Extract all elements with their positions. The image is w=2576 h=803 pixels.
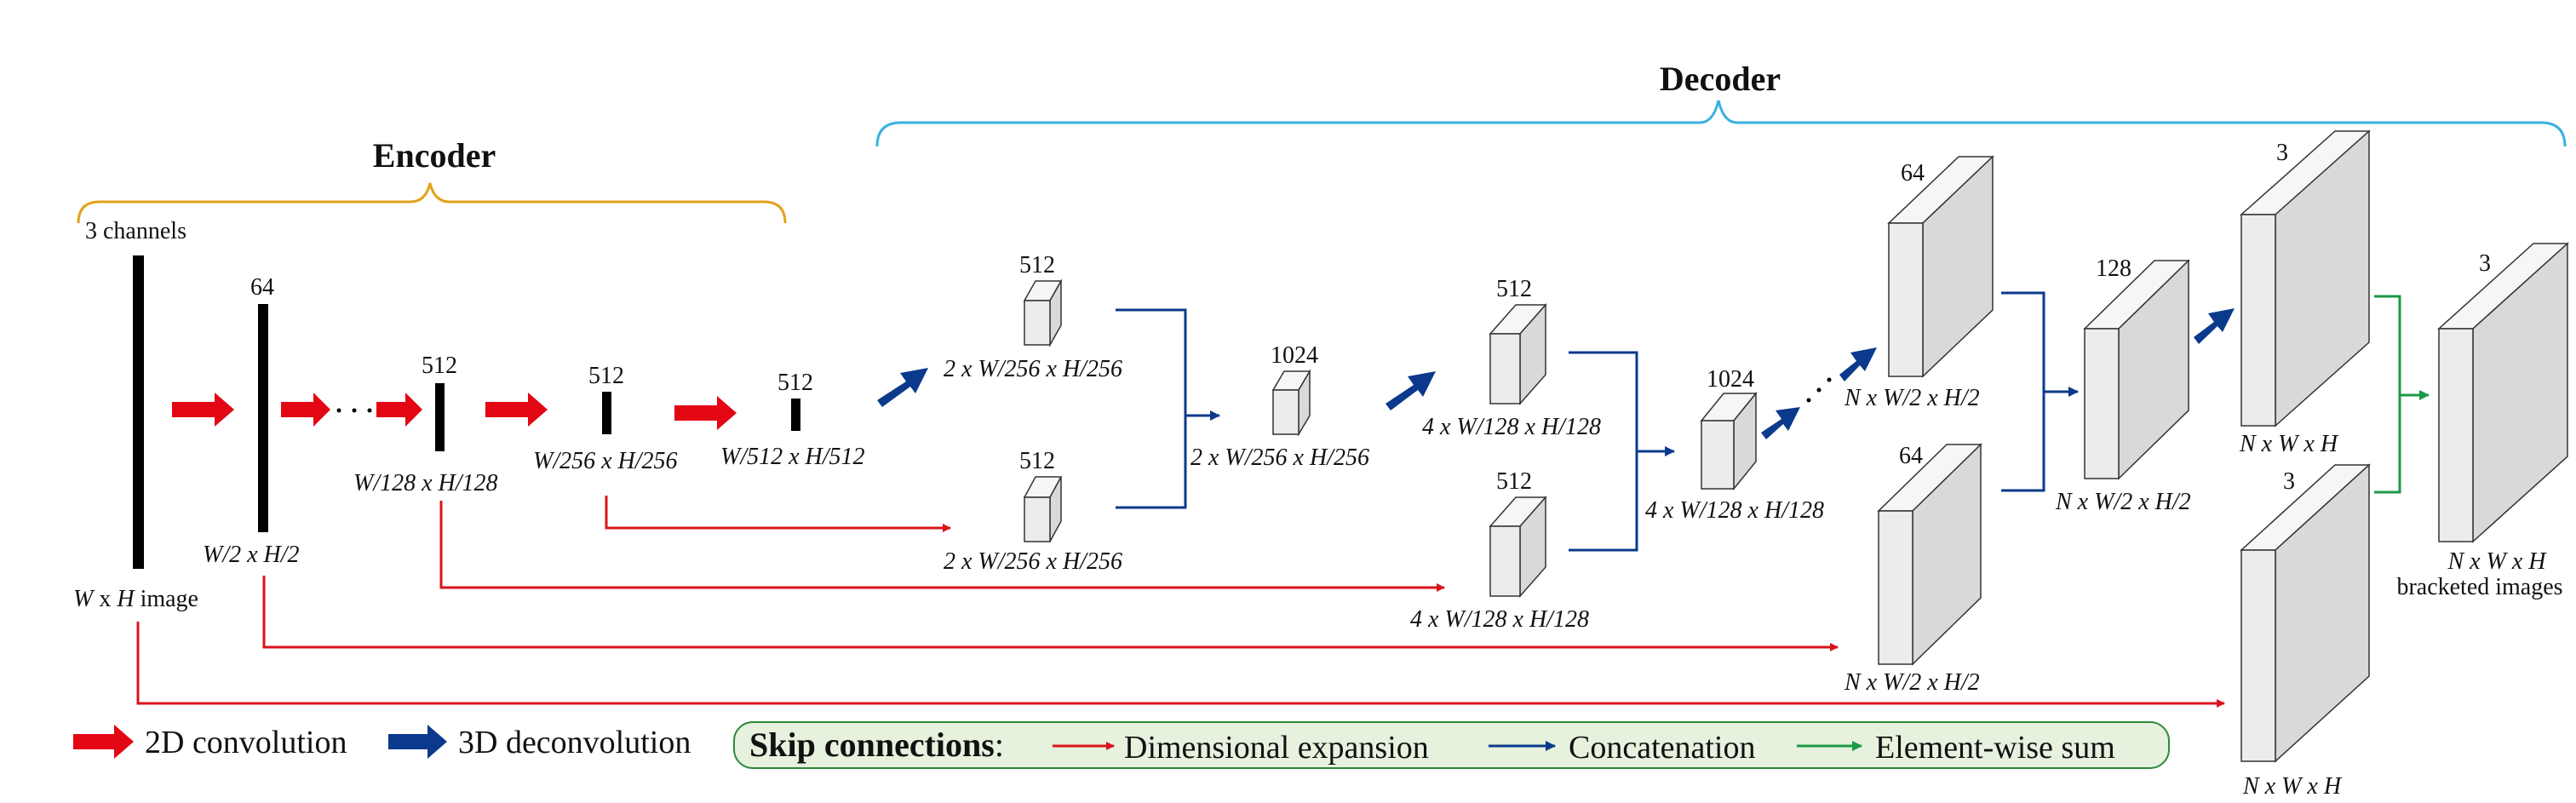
decoder-block-d2-top bbox=[1489, 303, 1547, 405]
legend-expansion-label: Dimensional expansion bbox=[1124, 730, 1429, 766]
legend-sum-label: Element-wise sum bbox=[1875, 730, 2115, 766]
layer-4-dims: W/512 x H/512 bbox=[720, 444, 865, 470]
d2-top-dims: 4 x W/128 x H/128 bbox=[1422, 414, 1601, 440]
input-image-bar bbox=[133, 255, 144, 569]
d1-merge-channels: 1024 bbox=[1271, 342, 1318, 369]
d4-bottom-dims: N x W x H bbox=[2242, 773, 2343, 800]
decoder-block-d4-top bbox=[2240, 129, 2371, 427]
layer-3-channels: 512 bbox=[588, 363, 624, 389]
legend-concat-label: Concatenation bbox=[1569, 730, 1755, 766]
legend-deconv-arrow bbox=[388, 725, 447, 759]
d1-top-channels: 512 bbox=[1019, 252, 1055, 278]
d2-merge-dims: 4 x W/128 x H/128 bbox=[1645, 497, 1824, 524]
decoder-block-d4-bottom bbox=[2240, 463, 2371, 763]
encoder-layer-4: 512 W/512 x H/512 bbox=[720, 370, 865, 470]
layer-1-dims: W/2 x H/2 bbox=[203, 542, 300, 568]
decoder-block-d2-bottom bbox=[1489, 496, 1547, 598]
legend-conv-label: 2D convolution bbox=[145, 725, 347, 760]
legend-skip-title: Skip connections: bbox=[749, 726, 1004, 764]
input-channels-label: 3 channels bbox=[85, 218, 186, 244]
d3-bottom-channels: 64 bbox=[1899, 443, 1923, 469]
d3-merge-dims: N x W/2 x H/2 bbox=[2055, 489, 2191, 515]
sum-connector bbox=[2374, 295, 2430, 494]
layer-1-bar bbox=[258, 304, 268, 532]
decoder-block-d3-bottom bbox=[1877, 443, 1982, 666]
skip-legend-box bbox=[733, 721, 2170, 769]
legend-conv-arrow bbox=[73, 725, 134, 759]
legend: 2D convolution 3D deconvolution Skip con… bbox=[73, 721, 2170, 769]
deconv-arrow bbox=[877, 368, 928, 407]
deconv-arrow bbox=[1761, 407, 1800, 439]
decoder-block-output bbox=[2437, 242, 2569, 543]
decoder-block-d1-top bbox=[1023, 278, 1063, 347]
layer-2-channels: 512 bbox=[422, 353, 457, 379]
layer-2-bar bbox=[435, 383, 445, 451]
d4-top-dims: N x W x H bbox=[2239, 431, 2339, 457]
decoder-title: Decoder bbox=[1660, 60, 1781, 98]
output-dims: N x W x H bbox=[2447, 548, 2547, 575]
decoder-block-d2-merge bbox=[1700, 391, 1758, 491]
deconv-arrow bbox=[1386, 371, 1436, 410]
conv-arrow bbox=[172, 393, 234, 427]
encoder-brace bbox=[77, 182, 787, 224]
encoder-layer-3: 512 W/256 x H/256 bbox=[533, 363, 678, 474]
output-channels: 3 bbox=[2479, 250, 2491, 277]
d2-merge-channels: 1024 bbox=[1707, 366, 1754, 393]
layer-2-dims: W/128 x H/128 bbox=[353, 470, 498, 496]
decoder-brace bbox=[875, 100, 2567, 147]
d1-bottom-channels: 512 bbox=[1019, 448, 1055, 474]
expansion-skip-lines bbox=[136, 496, 2225, 708]
layer-3-dims: W/256 x H/256 bbox=[533, 448, 678, 474]
d1-top-dims: 2 x W/256 x H/256 bbox=[944, 356, 1122, 382]
conv-arrow bbox=[485, 393, 548, 427]
legend-deconv-label: 3D deconvolution bbox=[458, 725, 691, 760]
decoder-block-d3-top bbox=[1887, 155, 1994, 378]
d4-top-channels: 3 bbox=[2276, 140, 2288, 166]
layer-4-bar bbox=[791, 399, 800, 431]
conv-arrow bbox=[376, 393, 422, 427]
output-caption: bracketed images bbox=[2396, 574, 2562, 600]
conv-arrow bbox=[281, 393, 330, 427]
decoder-block-d1-bottom bbox=[1023, 476, 1063, 542]
deconv-arrow bbox=[2194, 308, 2235, 344]
conv-arrow bbox=[674, 396, 737, 430]
layer-4-channels: 512 bbox=[777, 370, 813, 396]
encoder-input-layer: 3 channels W x H image bbox=[73, 218, 198, 612]
decoder-ellipsis bbox=[1806, 377, 1832, 403]
encoder-title: Encoder bbox=[373, 136, 496, 175]
deconv-arrow bbox=[1839, 347, 1877, 381]
layer-3-bar bbox=[602, 392, 611, 434]
d3-bottom-dims: N x W/2 x H/2 bbox=[1844, 669, 1980, 696]
d2-bottom-dims: 4 x W/128 x H/128 bbox=[1410, 606, 1589, 633]
d4-bottom-channels: 3 bbox=[2283, 468, 2295, 495]
d2-bottom-channels: 512 bbox=[1496, 468, 1532, 495]
input-dims-label: W x H image bbox=[73, 586, 198, 612]
deconv-arrows bbox=[877, 308, 2235, 439]
ellipsis-dots bbox=[336, 408, 372, 413]
layer-1-channels: 64 bbox=[250, 274, 274, 301]
d3-merge-channels: 128 bbox=[2096, 255, 2131, 282]
d1-merge-dims: 2 x W/256 x H/256 bbox=[1190, 445, 1369, 471]
encoder-layer-1: 64 W/2 x H/2 bbox=[203, 274, 300, 568]
d3-top-channels: 64 bbox=[1901, 160, 1925, 186]
decoder-block-d1-merge bbox=[1271, 369, 1311, 437]
concat-connectors bbox=[1116, 291, 2079, 552]
decoder-block-d3-merge bbox=[2083, 259, 2190, 480]
d1-bottom-dims: 2 x W/256 x H/256 bbox=[944, 548, 1122, 575]
d3-top-dims: N x W/2 x H/2 bbox=[1844, 385, 1980, 411]
d2-top-channels: 512 bbox=[1496, 276, 1532, 302]
conv-arrows bbox=[172, 393, 737, 430]
encoder-layer-2: 512 W/128 x H/128 bbox=[353, 353, 498, 496]
